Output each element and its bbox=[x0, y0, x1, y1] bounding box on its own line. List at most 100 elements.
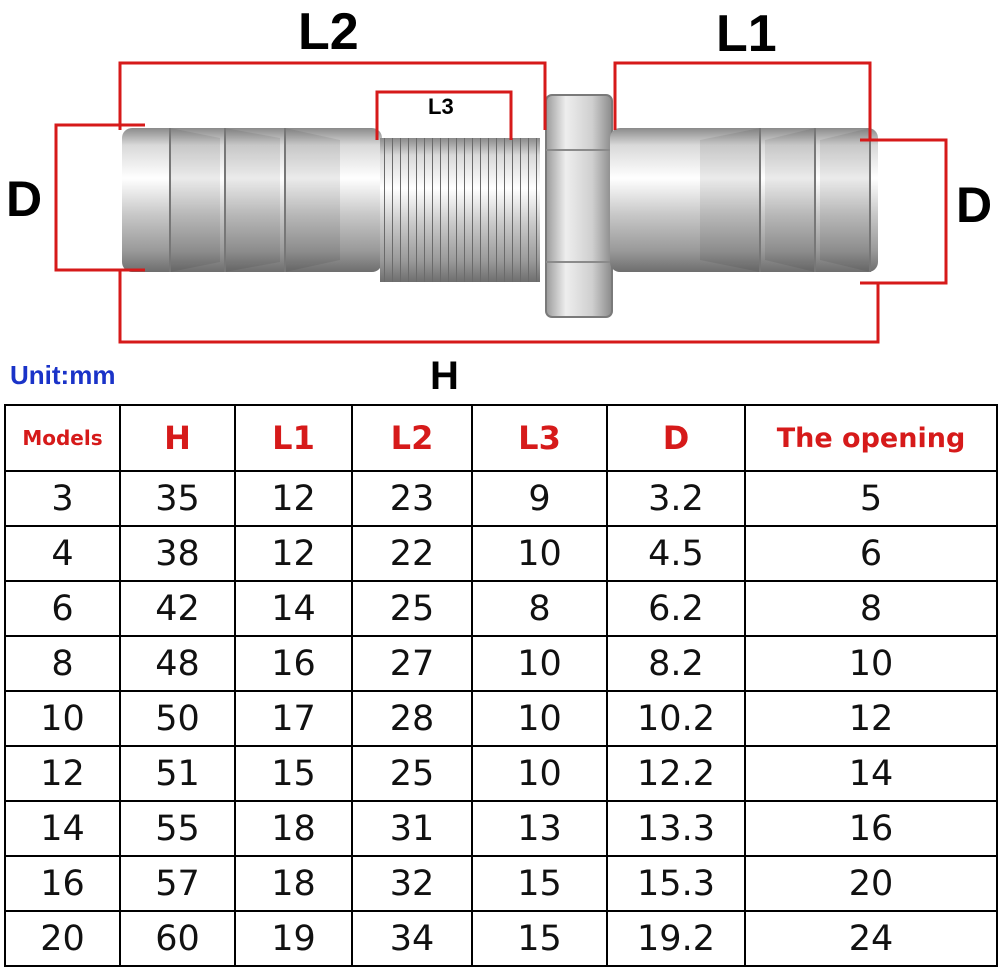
cell: 34 bbox=[351, 910, 473, 967]
header-l3: L3 bbox=[471, 404, 608, 472]
cell: 9 bbox=[471, 470, 608, 527]
cell: 15 bbox=[471, 855, 608, 912]
cell: 6 bbox=[4, 580, 121, 637]
cell: 55 bbox=[119, 800, 236, 857]
cell: 57 bbox=[119, 855, 236, 912]
cell: 10.2 bbox=[606, 690, 746, 747]
table-header-row: Models H L1 L2 L3 D The opening bbox=[4, 404, 998, 472]
cell: 15 bbox=[471, 910, 608, 967]
l3-label: L3 bbox=[428, 94, 454, 119]
h-label: H bbox=[430, 354, 459, 398]
l1-label: L1 bbox=[716, 5, 777, 63]
cell: 12 bbox=[234, 525, 353, 582]
table-row: 20 60 19 34 15 19.2 24 bbox=[4, 910, 998, 967]
d-right-label: D bbox=[956, 177, 993, 233]
l1-bracket bbox=[613, 61, 872, 140]
cell: 4.5 bbox=[606, 525, 746, 582]
cell: 15.3 bbox=[606, 855, 746, 912]
table-row: 14 55 18 31 13 13.3 16 bbox=[4, 800, 998, 857]
cell: 19 bbox=[234, 910, 353, 967]
left-barb bbox=[122, 128, 382, 272]
cell: 14 bbox=[234, 580, 353, 637]
cell: 12 bbox=[4, 745, 121, 802]
cell: 4 bbox=[4, 525, 121, 582]
table-row: 12 51 15 25 10 12.2 14 bbox=[4, 745, 998, 802]
header-l2: L2 bbox=[351, 404, 473, 472]
cell: 6.2 bbox=[606, 580, 746, 637]
cell: 16 bbox=[4, 855, 121, 912]
cell: 6 bbox=[744, 525, 998, 582]
header-d: D bbox=[606, 404, 746, 472]
l3-bracket bbox=[375, 90, 513, 140]
table-row: 4 38 12 22 10 4.5 6 bbox=[4, 525, 998, 582]
cell: 15 bbox=[234, 745, 353, 802]
hex-nut bbox=[545, 94, 613, 318]
table-row: 16 57 18 32 15 15.3 20 bbox=[4, 855, 998, 912]
table-row: 3 35 12 23 9 3.2 5 bbox=[4, 470, 998, 527]
cell: 8 bbox=[4, 635, 121, 692]
table-row: 6 42 14 25 8 6.2 8 bbox=[4, 580, 998, 637]
table-row: 8 48 16 27 10 8.2 10 bbox=[4, 635, 998, 692]
right-barb bbox=[610, 128, 878, 272]
cell: 24 bbox=[744, 910, 998, 967]
unit-label: Unit:mm bbox=[10, 360, 116, 390]
cell: 3.2 bbox=[606, 470, 746, 527]
d-right-bracket bbox=[860, 138, 948, 285]
cell: 28 bbox=[351, 690, 473, 747]
cell: 10 bbox=[4, 690, 121, 747]
header-l1: L1 bbox=[234, 404, 353, 472]
cell: 10 bbox=[471, 745, 608, 802]
cell: 19.2 bbox=[606, 910, 746, 967]
cell: 25 bbox=[351, 745, 473, 802]
cell: 38 bbox=[119, 525, 236, 582]
dimension-lines bbox=[54, 61, 948, 344]
cell: 16 bbox=[744, 800, 998, 857]
d-left-bracket bbox=[54, 123, 145, 272]
fitting-drawing bbox=[54, 61, 948, 344]
cell: 50 bbox=[119, 690, 236, 747]
cell: 14 bbox=[4, 800, 121, 857]
cell: 35 bbox=[119, 470, 236, 527]
l2-label: L2 bbox=[298, 3, 359, 61]
cell: 10 bbox=[471, 690, 608, 747]
threaded-section bbox=[380, 138, 540, 282]
cell: 20 bbox=[744, 855, 998, 912]
cell: 12 bbox=[744, 690, 998, 747]
cell: 12 bbox=[234, 470, 353, 527]
cell: 13 bbox=[471, 800, 608, 857]
fitting-diagram: L2 L1 L3 D D H bbox=[0, 0, 1000, 400]
table-row: 10 50 17 28 10 10.2 12 bbox=[4, 690, 998, 747]
cell: 23 bbox=[351, 470, 473, 527]
header-h: H bbox=[119, 404, 236, 472]
cell: 17 bbox=[234, 690, 353, 747]
cell: 10 bbox=[471, 635, 608, 692]
cell: 20 bbox=[4, 910, 121, 967]
cell: 18 bbox=[234, 800, 353, 857]
cell: 8 bbox=[471, 580, 608, 637]
spec-table: Models H L1 L2 L3 D The opening 3 35 12 … bbox=[4, 404, 998, 967]
cell: 5 bbox=[744, 470, 998, 527]
cell: 14 bbox=[744, 745, 998, 802]
header-models: Models bbox=[4, 404, 121, 472]
cell: 10 bbox=[744, 635, 998, 692]
cell: 60 bbox=[119, 910, 236, 967]
cell: 22 bbox=[351, 525, 473, 582]
cell: 42 bbox=[119, 580, 236, 637]
cell: 51 bbox=[119, 745, 236, 802]
cell: 13.3 bbox=[606, 800, 746, 857]
cell: 18 bbox=[234, 855, 353, 912]
cell: 31 bbox=[351, 800, 473, 857]
l2-bracket bbox=[118, 61, 547, 130]
cell: 25 bbox=[351, 580, 473, 637]
cell: 12.2 bbox=[606, 745, 746, 802]
cell: 8 bbox=[744, 580, 998, 637]
cell: 48 bbox=[119, 635, 236, 692]
d-left-label: D bbox=[6, 171, 43, 227]
cell: 8.2 bbox=[606, 635, 746, 692]
cell: 32 bbox=[351, 855, 473, 912]
cell: 10 bbox=[471, 525, 608, 582]
h-bracket bbox=[118, 270, 880, 344]
header-opening: The opening bbox=[744, 404, 998, 472]
cell: 3 bbox=[4, 470, 121, 527]
cell: 16 bbox=[234, 635, 353, 692]
